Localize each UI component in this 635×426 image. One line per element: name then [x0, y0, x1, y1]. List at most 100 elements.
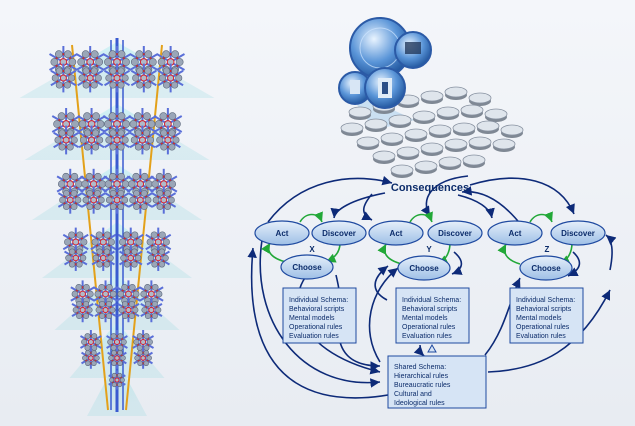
tree-node: [117, 143, 125, 151]
tree-node: [103, 231, 111, 239]
tree-node: [141, 306, 148, 314]
network-disc: [414, 160, 438, 172]
tree-node: [79, 254, 87, 262]
tree-node: [95, 58, 104, 66]
tree-node: [107, 254, 114, 262]
tree-node: [158, 248, 166, 255]
tree-node: [131, 231, 139, 239]
tree-node: [158, 74, 167, 82]
tree-node: [111, 350, 117, 356]
tree-node: [75, 284, 83, 291]
agent-network-illustration: [338, 17, 524, 178]
tree-node: [160, 129, 168, 137]
tree-node: [51, 74, 59, 82]
tree-node: [63, 189, 70, 197]
tree-node: [146, 238, 154, 246]
tree-node: [109, 203, 117, 211]
tree-node: [127, 238, 135, 246]
tree-node: [53, 120, 62, 128]
tree-node: [117, 112, 126, 121]
choose-node: [397, 255, 451, 281]
discover-label: Discover: [561, 229, 595, 238]
choose-label: Choose: [531, 264, 561, 273]
tree-node: [143, 112, 151, 121]
tree-node: [94, 74, 102, 82]
tree-node: [133, 189, 140, 197]
schema-line: Mental models: [516, 315, 562, 322]
network-disc: [452, 122, 476, 134]
tree-node: [134, 129, 142, 137]
network-disc: [420, 142, 444, 154]
shared-schema-box: [387, 355, 487, 409]
network-disc: [420, 90, 444, 102]
tree-node: [88, 355, 94, 361]
tree-node: [70, 189, 78, 197]
tree-node: [117, 67, 125, 75]
tree-node: [92, 112, 100, 121]
network-disc: [340, 122, 364, 134]
tree-node: [121, 180, 130, 188]
agent-letter: Z: [545, 245, 550, 254]
tree-node: [94, 203, 101, 211]
act-node: [254, 220, 310, 246]
tree-node: [160, 196, 168, 204]
tree-node: [94, 172, 102, 181]
shared-schema-line: Shared Schema:: [394, 364, 446, 371]
tree-node: [82, 67, 90, 75]
schema-line: Behavioral scripts: [516, 306, 572, 313]
network-disc: [412, 110, 436, 122]
tree-node: [140, 290, 148, 298]
tree-node: [95, 306, 102, 314]
tree-node: [121, 300, 129, 308]
tree-node: [164, 136, 172, 144]
tree-node: [127, 254, 135, 262]
tree-node: [59, 196, 66, 204]
tree-node: [66, 129, 74, 137]
tree-node: [142, 143, 151, 151]
network-disc: [356, 136, 380, 148]
tree-node: [121, 312, 129, 320]
tree-node: [171, 81, 179, 89]
schema-line: Operational rules: [516, 324, 570, 331]
tree-node: [146, 136, 155, 144]
tree-node: [132, 306, 139, 314]
network-disc: [492, 138, 516, 150]
tree-node: [103, 261, 111, 268]
tree-node: [109, 377, 115, 383]
tree-node: [144, 300, 151, 308]
tree-node: [175, 74, 183, 82]
tree-node: [143, 360, 149, 366]
tree-node: [72, 254, 80, 262]
network-disc: [468, 92, 492, 104]
tree-node: [81, 180, 89, 188]
tree-node: [146, 355, 152, 361]
tree-node: [109, 306, 116, 314]
tree-node: [76, 248, 83, 255]
tree-node: [113, 338, 121, 346]
tree-node: [128, 180, 136, 188]
tree-node: [109, 290, 117, 298]
tree-node: [94, 290, 102, 298]
tree-node: [90, 196, 98, 204]
individual-schema-box: [395, 287, 470, 344]
agent-letter: X: [309, 245, 315, 254]
tree-node: [92, 254, 100, 262]
tree-node: [67, 74, 76, 82]
tree-node: [160, 180, 168, 188]
tree-node: [79, 290, 87, 298]
tree-node: [137, 360, 143, 366]
tree-node: [70, 203, 78, 211]
tree-node: [105, 300, 113, 308]
tree-node: [151, 261, 158, 268]
tree-node: [84, 333, 91, 340]
tree-node: [99, 312, 106, 320]
tree-node: [96, 261, 103, 268]
tree-node: [160, 143, 168, 151]
tree-node: [84, 344, 91, 351]
tree-node: [117, 189, 125, 197]
tree-node: [110, 333, 117, 340]
tree-node: [162, 238, 170, 246]
tree-node: [147, 254, 155, 262]
tree-node: [91, 360, 97, 366]
tree-node: [117, 333, 124, 340]
